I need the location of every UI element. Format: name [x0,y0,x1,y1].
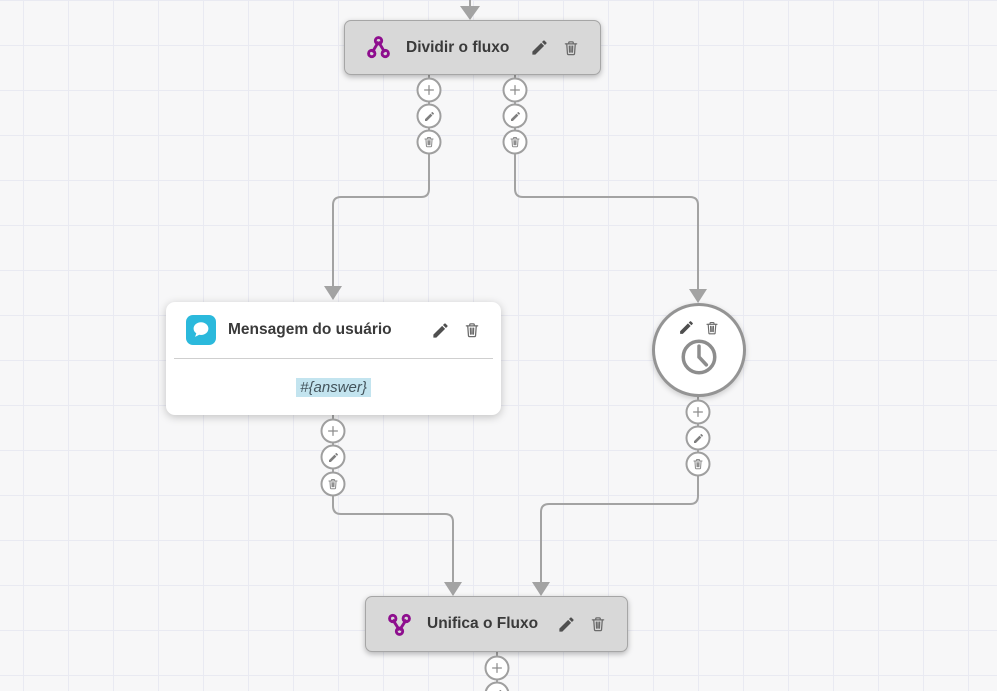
delete-connection-button[interactable] [416,129,442,155]
answer-variable[interactable]: #{answer} [296,377,371,397]
add-block-button[interactable] [685,399,711,425]
delete-connection-button[interactable] [320,471,346,497]
chat-bubble-icon [186,315,216,345]
user-message-body: #{answer} [166,359,501,415]
edit-node-button[interactable] [431,321,450,340]
node-actions [678,319,720,336]
arrowhead [689,289,707,303]
user-message-header: Mensagem do usuário [166,302,501,358]
delete-node-button[interactable] [704,320,720,336]
edit-node-button[interactable] [678,319,695,336]
clock-icon [678,336,720,378]
edit-connection-button[interactable] [416,103,442,129]
node-merge-flow[interactable]: Unifica o Fluxo [365,596,628,652]
edge-split-to-message [332,75,430,287]
node-actions [413,321,481,340]
edit-connection-button[interactable] [685,425,711,451]
card-divider [174,358,493,359]
add-block-button[interactable] [320,418,346,444]
node-split-flow[interactable]: Dividir o fluxo [344,20,601,75]
node-merge-label: Unifica o Fluxo [427,615,539,632]
node-actions [539,615,607,634]
merge-flow-icon [386,611,413,638]
delete-node-button[interactable] [463,321,481,339]
add-block-button[interactable] [416,77,442,103]
arrowhead [324,286,342,300]
edit-node-button[interactable] [530,38,549,57]
edit-connection-button[interactable] [320,444,346,470]
edge-timer-to-merge [540,397,699,583]
delete-node-button[interactable] [589,615,607,633]
edit-connection-button[interactable] [502,103,528,129]
arrowhead [444,582,462,596]
delete-node-button[interactable] [562,39,580,57]
arrowhead [460,6,480,20]
node-actions [512,38,580,57]
edit-node-button[interactable] [557,615,576,634]
node-user-message[interactable]: Mensagem do usuário #{answer} [166,302,501,415]
add-block-button[interactable] [484,655,510,681]
delete-connection-button[interactable] [685,451,711,477]
node-timer[interactable] [652,303,746,397]
split-flow-icon [365,34,392,61]
node-split-label: Dividir o fluxo [406,38,510,56]
user-message-title: Mensagem do usuário [228,321,392,338]
edge-message-to-merge [332,415,454,583]
delete-connection-button[interactable] [502,129,528,155]
add-block-button[interactable] [502,77,528,103]
edge-split-to-timer [514,75,699,290]
arrowhead [532,582,550,596]
